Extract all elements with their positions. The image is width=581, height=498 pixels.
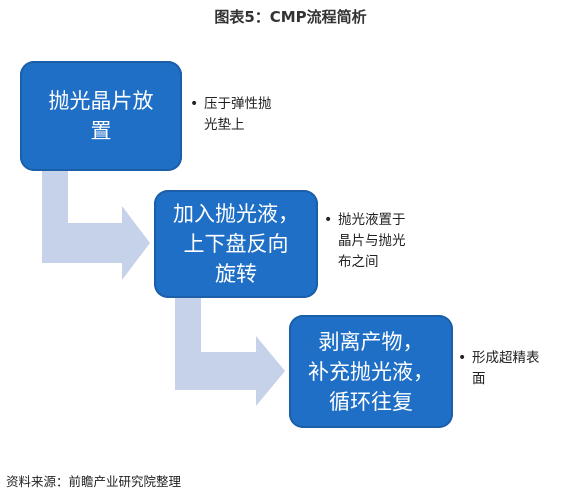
arrow-step2-to-step3 xyxy=(175,298,285,406)
flow-step-2-box: 加入抛光液， 上下盘反向 旋转 xyxy=(154,190,318,298)
arrow-step1-to-step2 xyxy=(42,171,150,280)
diagram-title: 图表5：CMP流程简析 xyxy=(214,8,367,26)
flow-step-2-label: 加入抛光液， 上下盘反向 旋转 xyxy=(173,202,299,286)
flow-step-3-label: 剥离产物， 补充抛光液， 循环往复 xyxy=(308,329,434,414)
bullet-icon: • xyxy=(324,212,333,228)
flow-step-3-note-text: 形成超精表 面 xyxy=(472,350,540,387)
flow-step-2-note: • 抛光液置于 晶片与抛光 布之间 xyxy=(324,210,434,273)
flow-step-1-label: 抛光晶片放 置 xyxy=(48,89,154,143)
flow-step-2-note-text: 抛光液置于 晶片与抛光 布之间 xyxy=(338,212,406,270)
flow-step-3-box: 剥离产物， 补充抛光液， 循环往复 xyxy=(289,315,453,428)
flow-step-1-note-text: 压于弹性抛 光垫上 xyxy=(204,96,272,133)
flow-step-1-box: 抛光晶片放 置 xyxy=(20,61,182,171)
flow-step-1-note: • 压于弹性抛 光垫上 xyxy=(190,94,300,136)
bullet-icon: • xyxy=(458,350,467,366)
source-note: 资料来源：前瞻产业研究院整理 xyxy=(6,474,182,489)
bullet-icon: • xyxy=(190,96,199,112)
flow-step-3-note: • 形成超精表 面 xyxy=(458,348,563,390)
